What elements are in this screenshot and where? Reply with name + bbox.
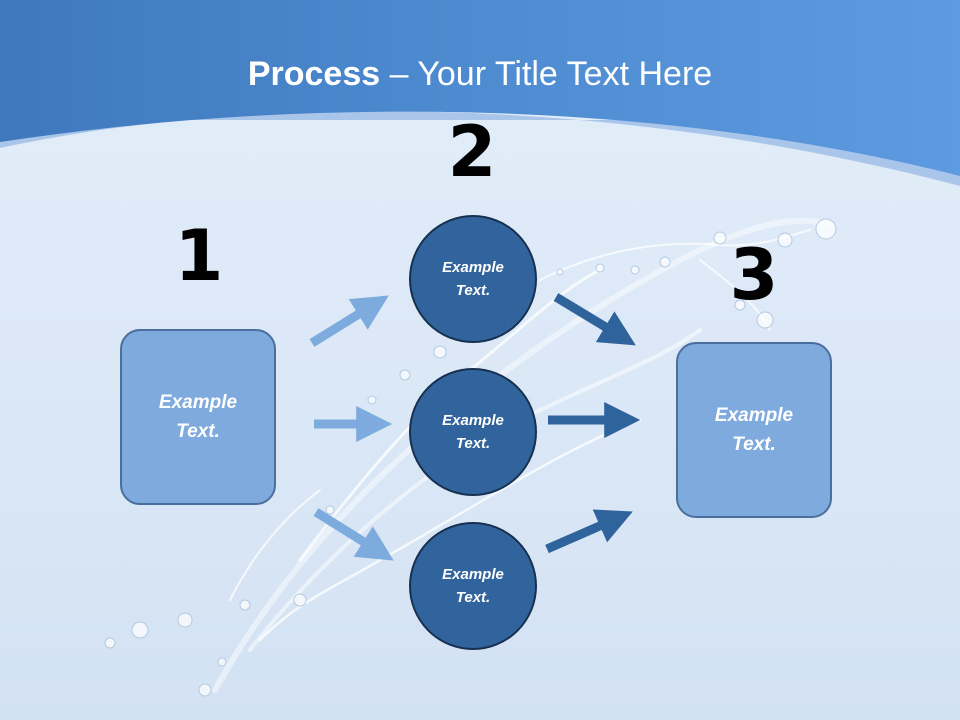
circle-2-text: Example Text. bbox=[442, 412, 504, 452]
title-rest: – Your Title Text Here bbox=[380, 55, 713, 93]
step-1-box: Example Text. bbox=[120, 329, 276, 505]
water-drops bbox=[104, 218, 837, 697]
circle-3-text: Example Text. bbox=[442, 566, 504, 606]
page-title: Process – Your Title Text Here bbox=[0, 52, 960, 96]
step-3-box: Example Text. bbox=[676, 342, 832, 518]
title-bold: Process bbox=[247, 55, 381, 93]
step-2-circle-2: Example Text. bbox=[409, 368, 537, 496]
arrow-to-item-3 bbox=[313, 508, 394, 561]
step-3-text: Example Text. bbox=[714, 405, 794, 455]
step-number-1: 1 bbox=[174, 215, 224, 297]
arrow-from-item-3 bbox=[545, 509, 633, 554]
step-2-circle-3: Example Text. bbox=[409, 522, 537, 650]
step-1-text: Example Text. bbox=[158, 392, 238, 442]
arrow-to-item-1 bbox=[309, 295, 389, 347]
step-number-3: 3 bbox=[729, 234, 779, 316]
arrow-from-item-1 bbox=[553, 293, 636, 346]
step-2-circle-1: Example Text. bbox=[409, 215, 537, 343]
step-number-2: 2 bbox=[447, 111, 497, 193]
circle-1-text: Example Text. bbox=[442, 259, 504, 299]
